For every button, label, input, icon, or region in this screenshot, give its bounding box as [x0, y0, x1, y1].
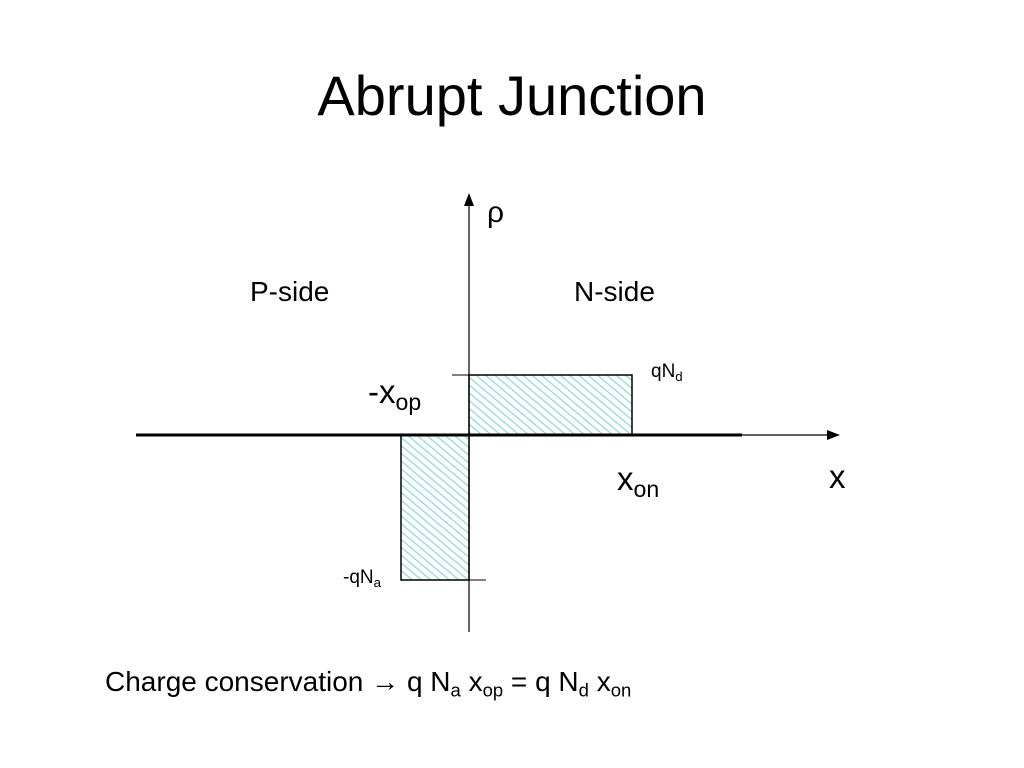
rho-axis-arrowhead: [464, 193, 474, 206]
charge-conservation-equation: Charge conservation → q Na xop = q Nd xo…: [105, 666, 632, 701]
n-side-charge-block: [468, 374, 633, 436]
x-axis-arrowhead: [827, 430, 840, 440]
x-axis-label: x: [829, 458, 846, 495]
rho-axis-label: ρ: [487, 196, 505, 229]
slide-title: Abrupt Junction: [317, 64, 707, 127]
donor-charge-label: qNd: [651, 361, 683, 384]
p-side-charge-block: [400, 434, 470, 581]
acceptor-charge-label: -qNa: [343, 567, 382, 590]
n-edge-label: xon: [617, 460, 660, 502]
p-side-label: P-side: [250, 276, 330, 307]
n-side-label: N-side: [574, 276, 655, 307]
p-edge-label: -xop: [368, 373, 422, 415]
